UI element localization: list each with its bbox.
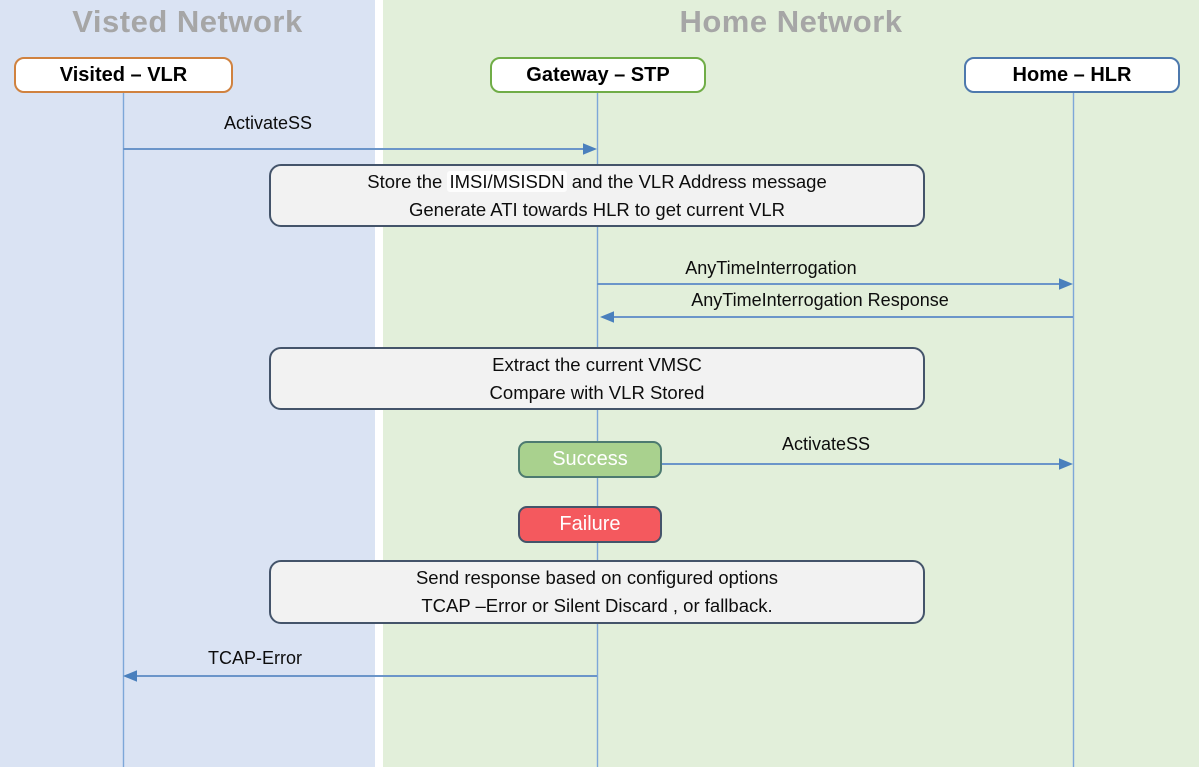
process-box-store-imsi: Store the IMSI/MSISDN and the VLR Addres… xyxy=(269,164,925,227)
store-line1-highlight: IMSI/MSISDN xyxy=(447,170,567,192)
message-label-activatess-1: ActivateSS xyxy=(223,113,313,133)
process-box-send-response: Send response based on configured option… xyxy=(269,560,925,624)
actor-visited-vlr: Visited – VLR xyxy=(14,57,233,93)
failure-badge: Failure xyxy=(518,506,662,543)
message-label-activatess-2: ActivateSS xyxy=(781,434,871,454)
process-box-store-line1: Store the IMSI/MSISDN and the VLR Addres… xyxy=(367,168,827,196)
store-line1-prefix: Store the xyxy=(367,170,448,192)
success-badge: Success xyxy=(518,441,662,478)
process-box-store-line2: Generate ATI towards HLR to get current … xyxy=(409,198,785,220)
actor-home-hlr: Home – HLR xyxy=(964,57,1180,93)
arrow-activatess-1-head xyxy=(583,143,597,155)
visited-network-title: Visted Network xyxy=(72,4,303,39)
store-line1-suffix: and the VLR Address message xyxy=(566,170,827,192)
message-label-anytimeinterrogation: AnyTimeInterrogation xyxy=(685,258,857,278)
message-label-tcap-error: TCAP-Error xyxy=(208,648,302,668)
process-box-extract-line1: Extract the current VMSC xyxy=(492,353,702,375)
process-box-extract-vmsc: Extract the current VMSC Compare with VL… xyxy=(269,347,925,410)
process-box-respond-line1: Send response based on configured option… xyxy=(415,567,779,588)
actor-gateway-stp: Gateway – STP xyxy=(490,57,706,93)
home-network-title: Home Network xyxy=(679,4,903,39)
process-box-respond-line2: TCAP –Error or Silent Discard , or fallb… xyxy=(421,595,773,616)
arrow-ati-head xyxy=(1059,278,1073,290)
process-box-extract-line2: Compare with VLR Stored xyxy=(489,381,705,403)
arrow-ati-response-head xyxy=(600,311,614,323)
message-label-anytimeinterrogation-response: AnyTimeInterrogation Response xyxy=(691,290,949,310)
arrow-tcap-error-head xyxy=(123,670,137,682)
arrow-activatess-2-head xyxy=(1059,458,1073,470)
